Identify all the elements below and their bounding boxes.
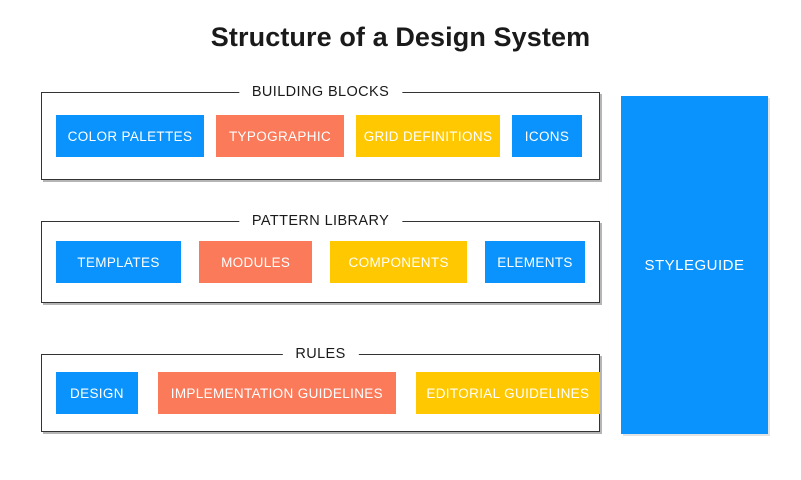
chip-templates[interactable]: TEMPLATES	[56, 241, 181, 283]
page-title: Structure of a Design System	[210, 22, 591, 52]
group-pattern-library: PATTERN LIBRARY TEMPLATES MODULES COMPON…	[41, 212, 600, 303]
chip-design[interactable]: DESIGN	[56, 372, 138, 414]
chip-row-rules: DESIGN IMPLEMENTATION GUIDELINES EDITORI…	[42, 355, 600, 431]
chip-color-palettes[interactable]: COLOR PALETTES	[56, 115, 204, 157]
chip-grid-definitions[interactable]: GRID DEFINITIONS	[356, 115, 500, 157]
styleguide-label: STYLEGUIDE	[644, 256, 745, 274]
chip-icons[interactable]: ICONS	[512, 115, 582, 157]
styleguide-panel[interactable]: STYLEGUIDE	[621, 96, 768, 434]
chip-row-pattern-library: TEMPLATES MODULES COMPONENTS ELEMENTS	[42, 222, 599, 302]
chip-implementation-guidelines[interactable]: IMPLEMENTATION GUIDELINES	[157, 372, 396, 414]
group-label-building-blocks: BUILDING BLOCKS	[238, 83, 403, 101]
chip-typographic[interactable]: TYPOGRAPHIC	[216, 115, 344, 157]
chip-row-building-blocks: COLOR PALETTES TYPOGRAPHIC GRID DEFINITI…	[42, 93, 599, 179]
group-rules: RULES DESIGN IMPLEMENTATION GUIDELINES E…	[41, 345, 600, 432]
chip-components[interactable]: COMPONENTS	[330, 241, 467, 283]
group-label-rules: RULES	[282, 345, 359, 363]
chip-editorial-guidelines[interactable]: EDITORIAL GUIDELINES	[415, 372, 600, 414]
chip-elements[interactable]: ELEMENTS	[485, 241, 585, 283]
chip-modules[interactable]: MODULES	[199, 241, 313, 283]
group-building-blocks: BUILDING BLOCKS COLOR PALETTES TYPOGRAPH…	[41, 83, 600, 180]
group-label-pattern-library: PATTERN LIBRARY	[238, 212, 403, 230]
